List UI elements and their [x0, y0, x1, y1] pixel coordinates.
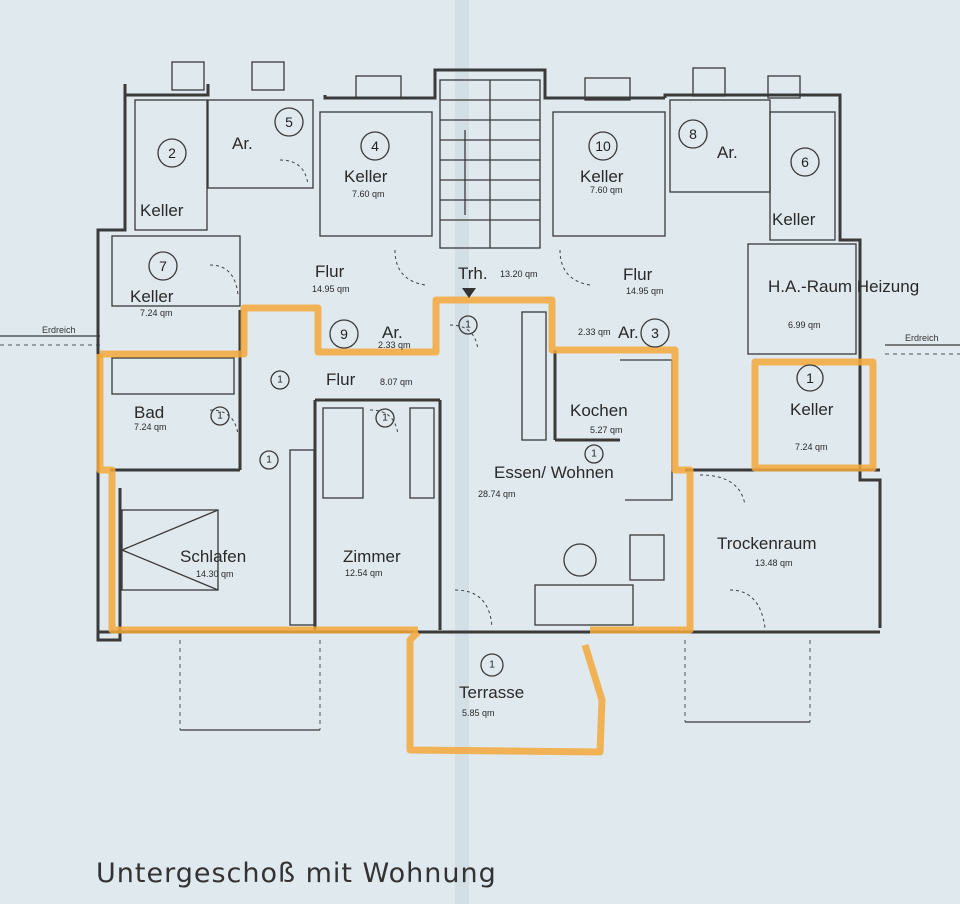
room-keller-6: Keller [772, 210, 816, 229]
unit-marker: 1 [465, 320, 471, 331]
room-flur-left: Flur [315, 262, 345, 281]
room-num-3: 3 [651, 325, 659, 341]
stair-label: Trh. [458, 264, 488, 283]
room-zimmer: Zimmer [343, 547, 401, 566]
room-num-5: 5 [285, 114, 293, 130]
room-flur-right: Flur [623, 265, 653, 284]
room-num-8: 8 [689, 126, 697, 142]
bathtub-shape [111, 357, 235, 395]
ground-lines: Erdreich Erdreich [0, 325, 960, 355]
coffee-table-shape [563, 543, 597, 577]
room-trockenraum: Trockenraum [717, 534, 817, 553]
room-num-9: 9 [340, 326, 348, 342]
room-flur-apartment: Flur [326, 370, 356, 389]
room-area-flur-right: 14.95 qm [626, 286, 664, 296]
room-area-trockenraum: 13.48 qm [755, 558, 793, 568]
room-bad: Bad [134, 403, 164, 422]
room-area-4: 7.60 qm [352, 189, 385, 199]
room-area-flur-left: 14.95 qm [312, 284, 350, 294]
room-area-10: 7.60 qm [590, 185, 623, 195]
room-ar-5: Ar. [232, 134, 253, 153]
room-area-terrasse: 5.85 qm [462, 708, 495, 718]
room-area-7: 7.24 qm [140, 308, 173, 318]
room-area-flur-apartment: 8.07 qm [380, 377, 413, 387]
unit-marker: 1 [277, 375, 283, 386]
room-area-keller-1: 7.24 qm [795, 442, 828, 452]
room-area-heizung: 6.99 qm [788, 320, 821, 330]
room-area-zimmer: 12.54 qm [345, 568, 383, 578]
ground-label-right: Erdreich [905, 333, 939, 343]
unit-marker: 1 [217, 411, 223, 422]
room-num-4: 4 [371, 138, 379, 154]
sofa-shape [534, 584, 634, 626]
room-num-6: 6 [801, 154, 809, 170]
room-area-ar-3: 2.33 qm [578, 327, 611, 337]
room-essen-wohnen: Essen/ Wohnen [494, 463, 614, 482]
room-area-bad: 7.24 qm [134, 422, 167, 432]
room-area-schlafen: 14.30 qm [196, 569, 234, 579]
room-ar-8: Ar. [717, 143, 738, 162]
room-num-2: 2 [168, 145, 176, 161]
stair-steps [440, 80, 540, 248]
paper-fold [455, 0, 469, 904]
room-ar-3: Ar. [618, 323, 639, 342]
room-schlafen: Schlafen [180, 547, 246, 566]
unit-marker: 1 [591, 449, 597, 460]
plan-title: Untergeschoß mit Wohnung [96, 858, 497, 889]
apartment-highlight [96, 296, 877, 756]
room-ar-9: Ar. [382, 323, 403, 342]
unit-marker: 1 [266, 455, 272, 466]
room-kochen: Kochen [570, 401, 628, 420]
room-keller-7: Keller [130, 287, 174, 306]
ground-label-left: Erdreich [42, 325, 76, 335]
room-terrasse: Terrasse [459, 683, 524, 702]
room-area-ar-9: 2.33 qm [378, 340, 411, 350]
unit-marker: 1 [382, 413, 388, 424]
room-keller-4: Keller [344, 167, 388, 186]
room-keller-2: Keller [140, 201, 184, 220]
room-area-kochen: 5.27 qm [590, 425, 623, 435]
room-labels: 2 Keller 5 Ar. 4 Keller 7.60 qm 10 Kelle… [130, 107, 919, 718]
room-num-1: 1 [806, 370, 814, 386]
room-area-essen-wohnen: 28.74 qm [478, 489, 516, 499]
room-keller-1: Keller [790, 400, 834, 419]
stair-area: 13.20 qm [500, 269, 538, 279]
room-num-7: 7 [159, 258, 167, 274]
unit-markers: 1 1 1 1 1 1 [210, 315, 604, 470]
room-num-10: 10 [595, 138, 611, 154]
room-keller-10: Keller [580, 167, 624, 186]
room-num-terrasse: 1 [489, 660, 495, 671]
entrance-arrow-icon [462, 288, 476, 298]
room-heizung: H.A.-Raum Heizung [768, 277, 919, 296]
